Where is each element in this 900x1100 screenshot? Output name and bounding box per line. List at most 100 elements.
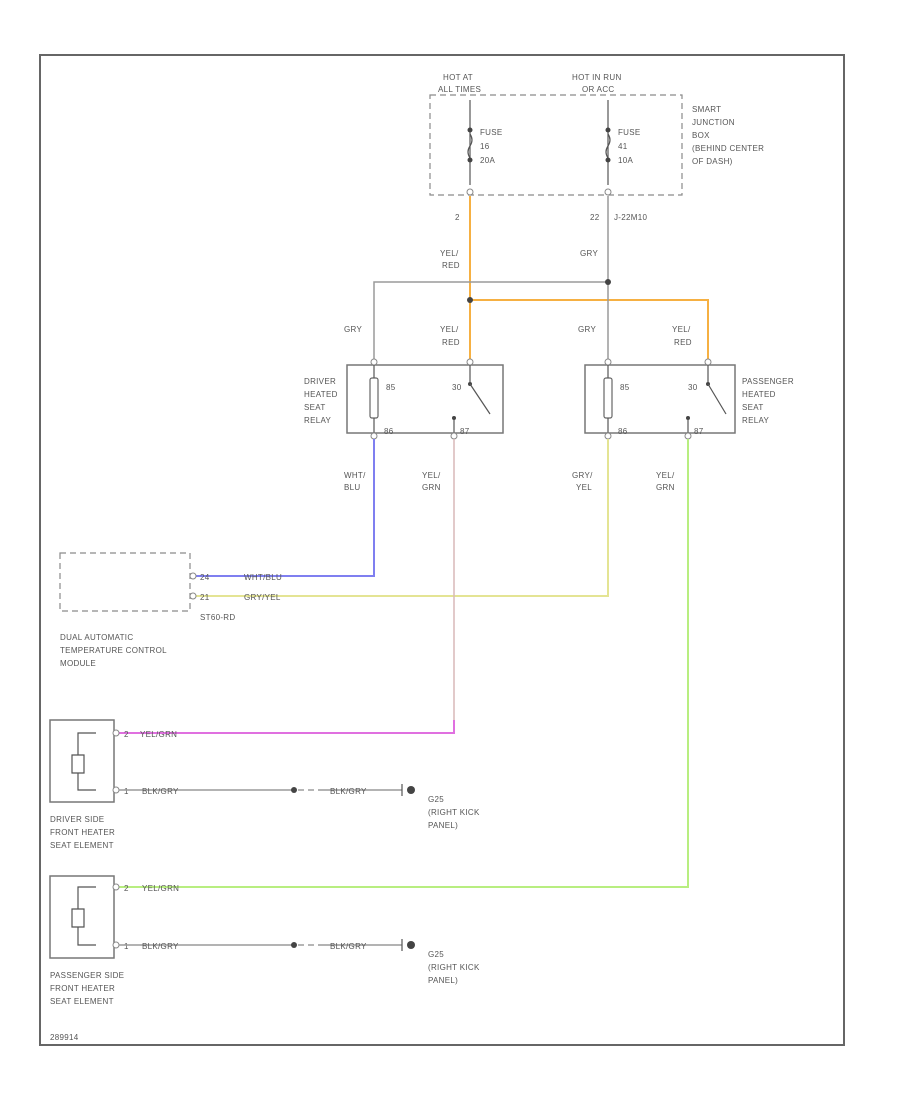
wht-blu-label-2: BLU bbox=[344, 483, 360, 492]
fuse-16: FUSE 16 20A bbox=[466, 100, 502, 196]
passenger-relay-coil bbox=[603, 377, 613, 419]
passenger-seat-label-2: FRONT HEATER bbox=[50, 984, 115, 993]
sjb-label-1: SMART bbox=[692, 105, 721, 114]
driver-relay-pin-86: 86 bbox=[384, 427, 394, 436]
passenger-ground-label-3: PANEL) bbox=[428, 976, 458, 985]
yel-red-passenger-branch bbox=[470, 299, 709, 362]
passenger-relay-label-1: PASSENGER bbox=[742, 377, 794, 386]
passenger-relay-pin-30: 30 bbox=[688, 383, 698, 392]
driver-relay-switch bbox=[469, 383, 491, 415]
driver-seat-label-1: DRIVER SIDE bbox=[50, 815, 104, 824]
driver-relay-pin-30: 30 bbox=[452, 383, 462, 392]
driver-ground-wire-label: BLK/GRY bbox=[142, 787, 179, 796]
driver-seat-wire-label: YEL/GRN bbox=[140, 730, 177, 739]
passenger-ground-g25: G25 (RIGHT KICK PANEL) bbox=[401, 939, 480, 985]
diagram-code: 289914 bbox=[50, 1033, 79, 1042]
driver-heated-seat-relay: 85 30 86 87 DRIVER HEATED SEAT RELAY bbox=[304, 358, 504, 440]
gry-yel-label-1: GRY/ bbox=[572, 471, 593, 480]
driver-seat-pin-2: 2 bbox=[124, 730, 129, 739]
dual-module-label-2: TEMPERATURE CONTROL bbox=[60, 646, 167, 655]
yel-red-label-driver-1: YEL/ bbox=[440, 325, 459, 334]
driver-seat-pin-1: 1 bbox=[124, 787, 129, 796]
passenger-seat-pin-2: 2 bbox=[124, 884, 129, 893]
driver-relay-label-4: RELAY bbox=[304, 416, 332, 425]
driver-ground-g25: G25 (RIGHT KICK PANEL) bbox=[401, 784, 480, 830]
dual-wht-blu-label: WHT/BLU bbox=[244, 573, 282, 582]
passenger-relay-label-4: RELAY bbox=[742, 416, 770, 425]
yel-grn-driver-label-1: YEL/ bbox=[422, 471, 441, 480]
passenger-seat-heater-symbol bbox=[71, 886, 96, 946]
driver-relay-pin-85: 85 bbox=[386, 383, 396, 392]
fuse-16-rating: 20A bbox=[480, 156, 495, 165]
yel-grn-passenger-label-1: YEL/ bbox=[656, 471, 675, 480]
dual-module-pin-21: 21 bbox=[200, 593, 210, 602]
dual-module-outline bbox=[59, 552, 191, 612]
hot-at-all-times-label-2: ALL TIMES bbox=[438, 85, 481, 94]
driver-ground-label-2: (RIGHT KICK bbox=[428, 808, 480, 817]
sjb-label-5: OF DASH) bbox=[692, 157, 733, 166]
driver-side-front-heater-seat-element: 2 1 YEL/GRN DRIVER SIDE FRONT HEATER SEA… bbox=[49, 719, 177, 850]
passenger-relay-pin-87: 87 bbox=[694, 427, 704, 436]
sjb-label-3: BOX bbox=[692, 131, 710, 140]
passenger-seat-label-1: PASSENGER SIDE bbox=[50, 971, 124, 980]
fuse-41: FUSE 41 10A bbox=[604, 100, 641, 196]
passenger-seat-pin-1: 1 bbox=[124, 942, 129, 951]
yel-red-label-driver-2: RED bbox=[442, 338, 460, 347]
driver-ground-jumper-label: BLK/GRY bbox=[330, 787, 367, 796]
smart-junction-box: HOT AT ALL TIMES HOT IN RUN OR ACC FUSE … bbox=[429, 73, 764, 222]
yel-grn-driver-label-2: GRN bbox=[422, 483, 441, 492]
yel-grn-passenger-label-2: GRN bbox=[656, 483, 675, 492]
diagram-frame bbox=[39, 54, 845, 1046]
passenger-relay-pin-86: 86 bbox=[618, 427, 628, 436]
gry-label-passenger: GRY bbox=[578, 325, 596, 334]
driver-relay-label-2: HEATED bbox=[304, 390, 338, 399]
fuse-16-number: 16 bbox=[480, 142, 490, 151]
yel-red-label-passenger-2: RED bbox=[674, 338, 692, 347]
yel-grn-passenger-wire bbox=[118, 439, 689, 888]
dual-automatic-temperature-control-module: 24 21 ST60-RD DUAL AUTOMATIC TEMPERATURE… bbox=[59, 552, 235, 668]
fuse-41-label: FUSE bbox=[618, 128, 641, 137]
driver-ground-icon bbox=[407, 786, 415, 794]
yel-red-label-top-1: YEL/ bbox=[440, 249, 459, 258]
passenger-relay-label-2: HEATED bbox=[742, 390, 776, 399]
smart-junction-box-outline bbox=[429, 94, 683, 196]
passenger-seat-label-3: SEAT ELEMENT bbox=[50, 997, 114, 1006]
gry-label-driver: GRY bbox=[344, 325, 362, 334]
driver-seat-label-2: FRONT HEATER bbox=[50, 828, 115, 837]
passenger-ground-jumper-label: BLK/GRY bbox=[330, 942, 367, 951]
yel-red-label-top-2: RED bbox=[442, 261, 460, 270]
sjb-connector: J-22M10 bbox=[614, 213, 647, 222]
dual-module-connector: ST60-RD bbox=[200, 613, 235, 622]
dual-module-label-1: DUAL AUTOMATIC bbox=[60, 633, 133, 642]
sjb-label-4: (BEHIND CENTER bbox=[692, 144, 764, 153]
dual-gry-yel-label: GRY/YEL bbox=[244, 593, 281, 602]
dual-module-pin-24: 24 bbox=[200, 573, 210, 582]
gry-yel-label-2: YEL bbox=[576, 483, 592, 492]
driver-ground-label-1: G25 bbox=[428, 795, 444, 804]
hot-in-run-label-2: OR ACC bbox=[582, 85, 614, 94]
yel-grn-driver-wire-lower bbox=[118, 720, 455, 734]
passenger-ground-label-1: G25 bbox=[428, 950, 444, 959]
wht-blu-label-1: WHT/ bbox=[344, 471, 366, 480]
driver-ground-label-3: PANEL) bbox=[428, 821, 458, 830]
driver-seat-label-3: SEAT ELEMENT bbox=[50, 841, 114, 850]
driver-relay-label-1: DRIVER bbox=[304, 377, 336, 386]
wht-blu-wire bbox=[196, 439, 375, 577]
driver-seat-heater-symbol bbox=[71, 732, 96, 791]
gry-yel-wire bbox=[196, 439, 609, 597]
hot-in-run-label: HOT IN RUN bbox=[572, 73, 622, 82]
driver-seat-box bbox=[49, 719, 115, 803]
passenger-seat-box bbox=[49, 875, 115, 959]
passenger-relay-switch bbox=[707, 383, 727, 415]
passenger-side-front-heater-seat-element: 2 1 YEL/GRN PASSENGER SIDE FRONT HEATER … bbox=[49, 875, 179, 1006]
driver-relay-label-3: SEAT bbox=[304, 403, 326, 412]
passenger-seat-wire-label: YEL/GRN bbox=[142, 884, 179, 893]
sjb-pin-2: 2 bbox=[455, 213, 460, 222]
fuse-41-number: 41 bbox=[618, 142, 628, 151]
passenger-ground-icon bbox=[407, 941, 415, 949]
passenger-ground-wire-label: BLK/GRY bbox=[142, 942, 179, 951]
driver-relay-coil bbox=[369, 377, 379, 419]
passenger-relay-label-3: SEAT bbox=[742, 403, 764, 412]
dual-module-label-3: MODULE bbox=[60, 659, 96, 668]
hot-at-all-times-label: HOT AT bbox=[443, 73, 473, 82]
